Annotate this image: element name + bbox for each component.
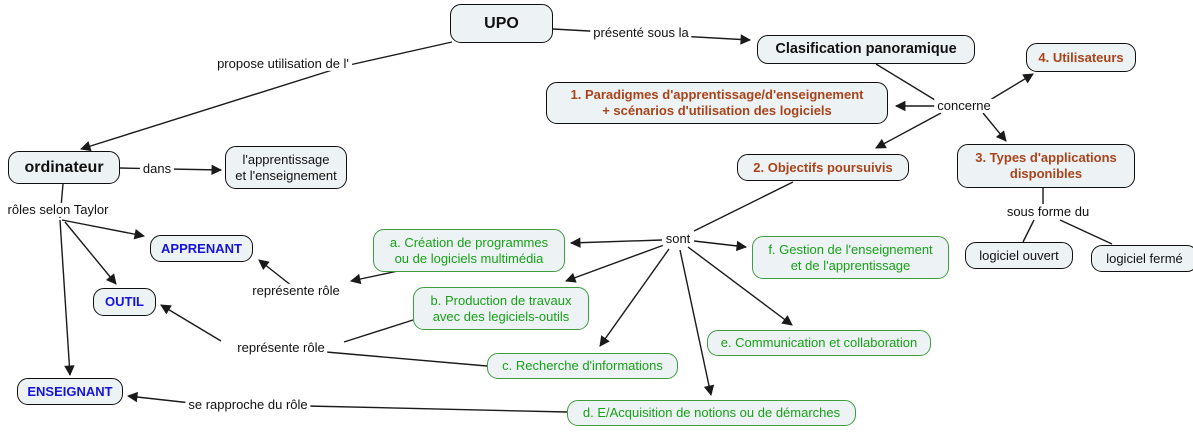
node-creation-programmes[interactable]: a. Création de programmes ou de logiciel… bbox=[373, 229, 565, 272]
link-represente-role-1[interactable]: représente rôle bbox=[249, 283, 343, 299]
node-apprentissage[interactable]: l'apprentissage et l'enseignement bbox=[225, 146, 347, 189]
link-roles-selon-taylor[interactable]: rôles selon Taylor bbox=[4, 202, 112, 218]
link-sous-forme-du[interactable]: sous forme du bbox=[1003, 204, 1093, 220]
node-clasification[interactable]: Clasification panoramique bbox=[757, 35, 975, 64]
link-presente-sous-la[interactable]: présenté sous la bbox=[590, 25, 692, 41]
node-outil[interactable]: OUTIL bbox=[93, 288, 156, 316]
link-se-rapproche[interactable]: se rapproche du rôle bbox=[185, 397, 311, 413]
link-represente-role-2[interactable]: représente rôle bbox=[234, 340, 328, 356]
node-recherche-informations[interactable]: c. Recherche d'informations bbox=[487, 353, 678, 379]
node-apprenant[interactable]: APPRENANT bbox=[150, 235, 253, 262]
node-upo[interactable]: UPO bbox=[450, 4, 553, 43]
node-paradigmes[interactable]: 1. Paradigmes d'apprentissage/d'enseigne… bbox=[546, 82, 888, 124]
node-types[interactable]: 3. Types d'applications disponibles bbox=[957, 144, 1135, 188]
node-communication-collaboration[interactable]: e. Communication et collaboration bbox=[707, 330, 931, 356]
node-objectifs[interactable]: 2. Objectifs poursuivis bbox=[737, 154, 909, 181]
node-enseignant[interactable]: ENSEIGNANT bbox=[17, 378, 123, 405]
link-concerne[interactable]: concerne bbox=[934, 98, 994, 114]
link-dans[interactable]: dans bbox=[139, 161, 175, 177]
node-logiciel-ouvert[interactable]: logiciel ouvert bbox=[965, 242, 1073, 269]
node-gestion-enseignement[interactable]: f. Gestion de l'enseignement et de l'app… bbox=[752, 236, 949, 279]
node-utilisateurs[interactable]: 4. Utilisateurs bbox=[1026, 43, 1136, 72]
node-acquisition-notions[interactable]: d. E/Acquisition de notions ou de démarc… bbox=[567, 400, 856, 426]
node-production-travaux[interactable]: b. Production de travaux avec des legici… bbox=[413, 287, 589, 330]
link-sont[interactable]: sont bbox=[662, 231, 694, 247]
link-propose-utilisation[interactable]: propose utilisation de l' bbox=[214, 56, 352, 72]
node-logiciel-ferme[interactable]: logiciel fermé bbox=[1091, 245, 1193, 272]
node-ordinateur[interactable]: ordinateur bbox=[8, 151, 120, 184]
